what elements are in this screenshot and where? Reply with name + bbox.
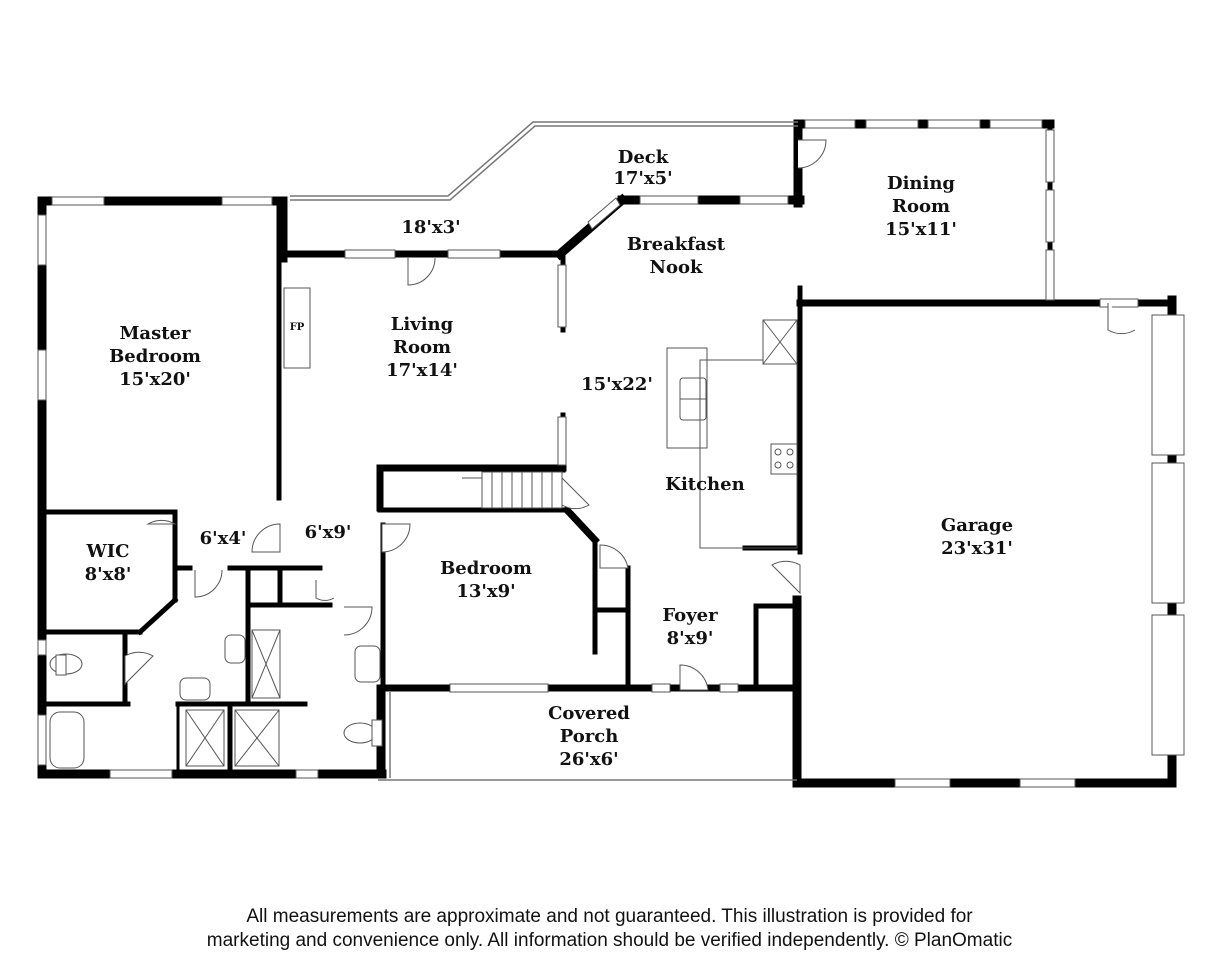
balcony-size: 18'x3' bbox=[401, 217, 460, 238]
room-labels: Master Bedroom 15'x20' Living Room 17'x1… bbox=[85, 147, 1014, 770]
deck-outline bbox=[290, 121, 798, 781]
covered-porch-size: 26'x6' bbox=[559, 749, 618, 770]
dining-room-name-1: Dining bbox=[887, 173, 955, 194]
sink-icon bbox=[354, 645, 381, 683]
deck-size: 17'x5' bbox=[613, 168, 672, 189]
covered-porch-name-1: Covered bbox=[548, 703, 630, 724]
wic-name: WIC bbox=[86, 541, 130, 562]
disclaimer: All measurements are approximate and not… bbox=[0, 905, 1219, 953]
kitchen-size: 15'x22' bbox=[581, 374, 653, 395]
master-bedroom-size: 15'x20' bbox=[119, 369, 191, 390]
living-room-size: 17'x14' bbox=[386, 360, 458, 381]
foyer-size: 8'x9' bbox=[667, 628, 714, 649]
breakfast-nook-name-1: Breakfast bbox=[627, 234, 726, 255]
master-bedroom-name-1: Master bbox=[120, 323, 191, 344]
disclaimer-line-1: All measurements are approximate and not… bbox=[246, 906, 973, 927]
deck-name: Deck bbox=[618, 147, 669, 168]
sink-icon bbox=[224, 634, 246, 664]
disclaimer-line-2: marketing and convenience only. All info… bbox=[206, 930, 1013, 951]
bathtub-icon bbox=[49, 711, 85, 769]
bedroom-name: Bedroom bbox=[440, 558, 532, 579]
walls bbox=[37, 119, 1177, 788]
dining-room-size: 15'x11' bbox=[885, 219, 957, 240]
garage-name: Garage bbox=[941, 515, 1013, 536]
dining-room-name-2: Room bbox=[892, 196, 950, 217]
foyer-name: Foyer bbox=[662, 605, 718, 626]
living-room-name-1: Living bbox=[391, 314, 454, 335]
hall-1-size: 6'x4' bbox=[200, 528, 247, 549]
wic-size: 8'x8' bbox=[85, 564, 132, 585]
living-room-name-2: Room bbox=[393, 337, 451, 358]
kitchen-name: Kitchen bbox=[665, 474, 744, 495]
master-bedroom-name-2: Bedroom bbox=[109, 346, 201, 367]
fireplace-label: FP bbox=[290, 322, 305, 333]
toilet-icon bbox=[343, 722, 377, 744]
garage-doors bbox=[1151, 314, 1185, 756]
doors bbox=[124, 139, 1136, 691]
garage-size: 23'x31' bbox=[941, 538, 1013, 559]
windows bbox=[37, 119, 1139, 788]
fireplace-icon bbox=[283, 287, 311, 369]
hall-2-size: 6'x9' bbox=[305, 522, 352, 543]
stairs bbox=[462, 471, 563, 509]
sink-icon bbox=[179, 677, 211, 701]
fixtures bbox=[49, 287, 798, 769]
covered-porch-name-2: Porch bbox=[560, 726, 619, 747]
breakfast-nook-name-2: Nook bbox=[650, 257, 703, 278]
bedroom-size: 13'x9' bbox=[456, 581, 515, 602]
